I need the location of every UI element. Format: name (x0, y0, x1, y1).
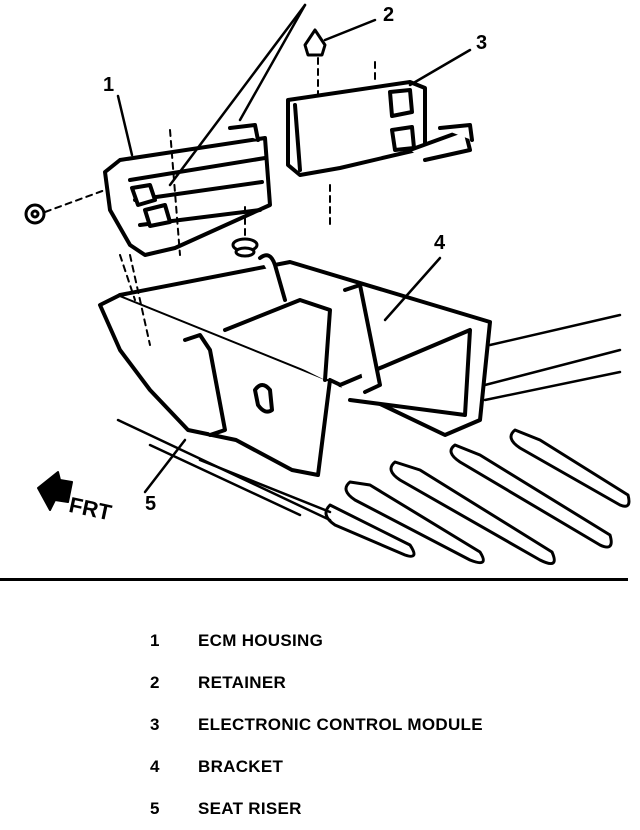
callout-4: 4 (434, 232, 446, 254)
legend-row: 3 ELECTRONIC CONTROL MODULE (150, 704, 483, 746)
legend-number: 3 (150, 715, 160, 734)
floor-lines (116, 313, 622, 522)
legend-row: 4 BRACKET (150, 746, 483, 788)
ecm-housing (103, 123, 272, 257)
legend-row: 2 RETAINER (150, 662, 483, 704)
legend-number: 2 (150, 673, 160, 692)
legend-number: 1 (150, 631, 160, 650)
divider (0, 578, 628, 581)
nut (24, 203, 46, 225)
callout-1: 1 (103, 74, 115, 96)
legend-row: 5 SEAT RISER (150, 788, 483, 830)
leader-lines (116, 3, 472, 494)
callout-5: 5 (145, 493, 157, 515)
callout-3: 3 (476, 32, 488, 54)
legend-label: SEAT RISER (198, 799, 302, 818)
exploded-view-illustration (24, 3, 631, 566)
front-arrow-icon (37, 471, 73, 511)
electronic-control-module (286, 80, 474, 177)
legend: 1 ECM HOUSING 2 RETAINER 3 ELECTRONIC CO… (150, 620, 483, 830)
legend-number: 4 (150, 757, 160, 776)
floor-ribs (324, 428, 631, 566)
callout-2: 2 (383, 4, 395, 26)
legend-label: RETAINER (198, 673, 287, 692)
legend-label: ELECTRONIC CONTROL MODULE (198, 715, 483, 734)
retainer (303, 28, 327, 57)
seat-riser (98, 253, 492, 477)
legend-label: BRACKET (198, 757, 284, 776)
legend-row: 1 ECM HOUSING (150, 620, 483, 662)
legend-number: 5 (150, 799, 160, 818)
assembly-lines (44, 57, 376, 346)
legend-label: ECM HOUSING (198, 631, 324, 650)
grommet (231, 237, 259, 258)
